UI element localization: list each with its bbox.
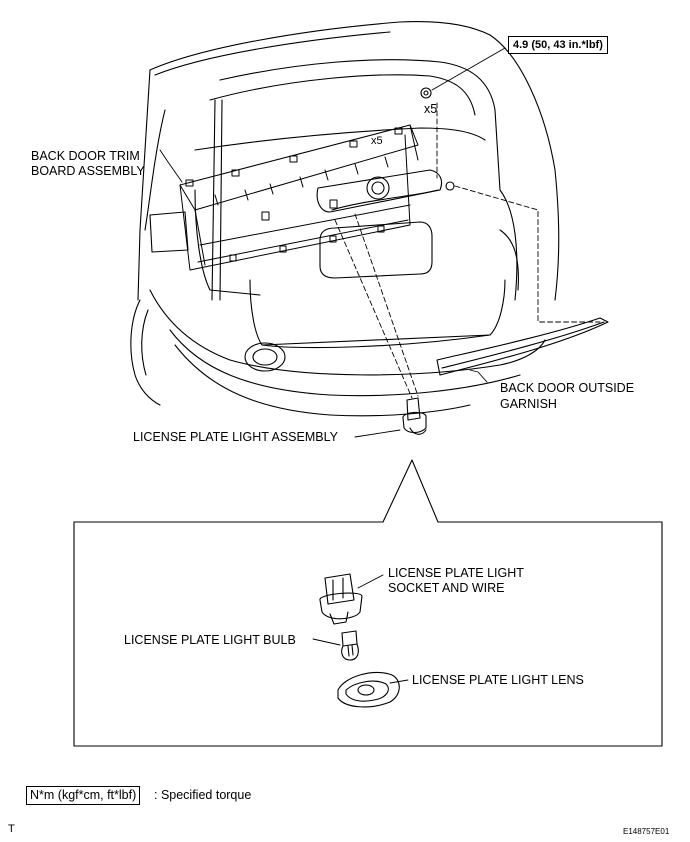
lens-label: LICENSE PLATE LIGHT LENS (412, 673, 584, 687)
leader-lines (159, 47, 506, 684)
license-plate-light-lens (337, 671, 400, 708)
vehicle-body (130, 21, 560, 417)
nut-fastener-on-door (445, 181, 455, 191)
quantity-x5-clips: x5 (371, 135, 383, 147)
torque-legend-symbol: N*m (kgf*cm, ft*lbf) (26, 786, 141, 805)
footer-mark: T (8, 823, 15, 835)
license-plate-light-bulb (341, 630, 359, 661)
bulb-label: LICENSE PLATE LIGHT BULB (124, 633, 296, 647)
quantity-x5-nut: x5 (424, 102, 438, 116)
dashed-guides (334, 102, 601, 399)
back-door-trim-label-line2: BOARD ASSEMBLY (31, 164, 145, 178)
back-door-trim-label-line1: BACK DOOR TRIM (31, 149, 140, 163)
garnish-label-line2: GARNISH (500, 397, 557, 411)
back-door-trim-board (179, 124, 419, 271)
socket-label-line2: SOCKET AND WIRE (388, 581, 505, 595)
socket-label-line1: LICENSE PLATE LIGHT (388, 566, 524, 580)
license-plate-light-assembly-label: LICENSE PLATE LIGHT ASSEMBLY (133, 430, 338, 444)
license-plate-light-socket (319, 573, 363, 625)
back-door-outside-garnish (436, 317, 609, 376)
door-emblem (316, 169, 443, 213)
detail-callout-frame (73, 459, 663, 747)
figure-id: E148757E01 (623, 827, 670, 836)
nut-fastener (420, 87, 432, 99)
torque-legend-description: : Specified torque (154, 788, 252, 802)
garnish-label-line1: BACK DOOR OUTSIDE (500, 381, 635, 395)
license-plate-light-assembly (402, 397, 427, 435)
torque-spec-box: 4.9 (50, 43 in.*lbf) (508, 36, 608, 54)
